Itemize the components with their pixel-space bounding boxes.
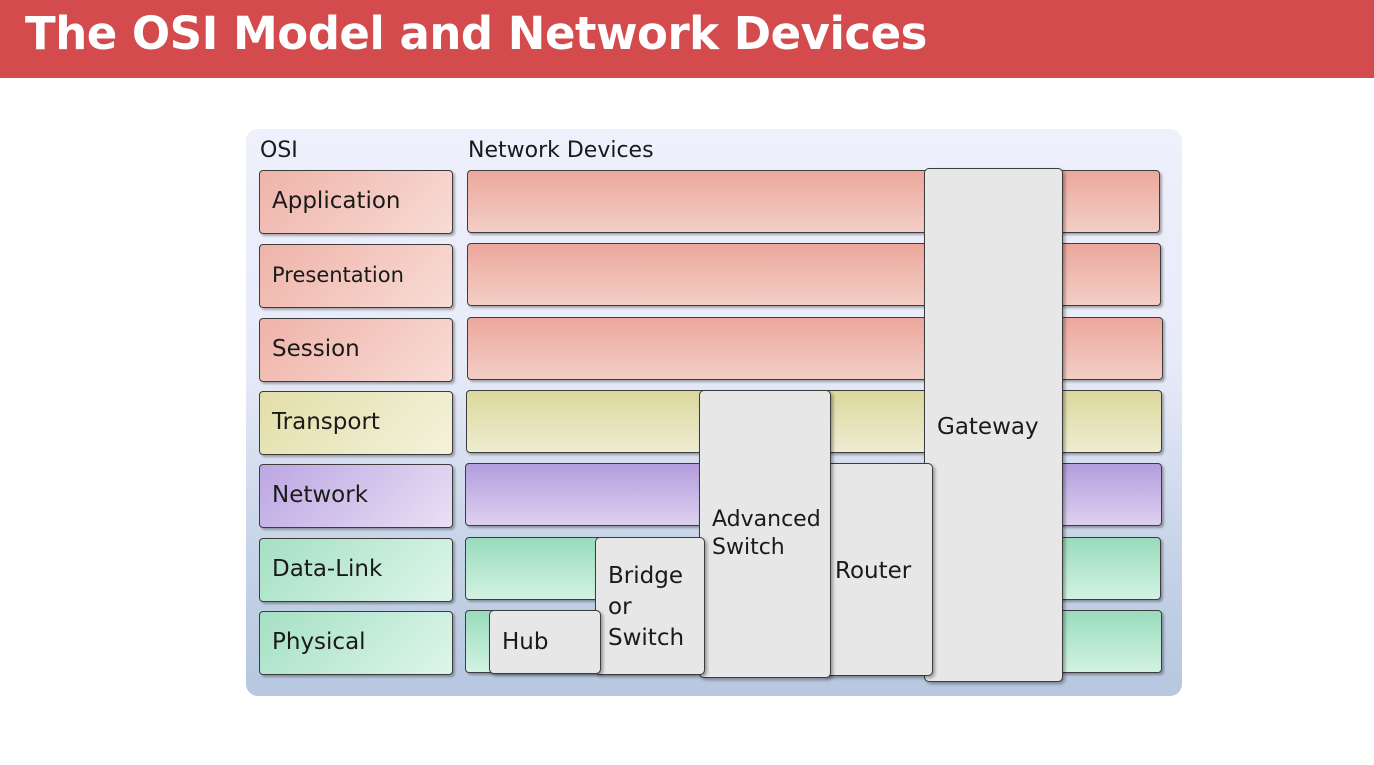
device-advanced-switch: Advanced Switch bbox=[699, 390, 831, 678]
layer-box-network: Network bbox=[259, 464, 453, 528]
layer-box-physical: Physical bbox=[259, 611, 453, 675]
title-bar: The OSI Model and Network Devices bbox=[0, 0, 1374, 78]
device-gateway: Gateway bbox=[924, 168, 1063, 682]
device-label-router: Router bbox=[835, 558, 912, 584]
layer-label-application: Application bbox=[272, 188, 401, 214]
layer-label-transport: Transport bbox=[272, 409, 380, 435]
layer-box-session: Session bbox=[259, 318, 453, 382]
device-router: Router bbox=[822, 463, 933, 676]
devices-column-header: Network Devices bbox=[468, 138, 654, 163]
slide-title: The OSI Model and Network Devices bbox=[25, 7, 927, 60]
device-label-hub: Hub bbox=[502, 629, 549, 655]
layer-label-session: Session bbox=[272, 336, 360, 362]
layer-label-physical: Physical bbox=[272, 629, 366, 655]
device-label-gateway: Gateway bbox=[937, 414, 1039, 440]
layer-box-data-link: Data-Link bbox=[259, 538, 453, 602]
device-hub: Hub bbox=[489, 610, 601, 674]
layer-label-presentation: Presentation bbox=[272, 263, 404, 287]
device-bridge-or-switch: Bridge or Switch bbox=[595, 537, 705, 675]
layer-label-network: Network bbox=[272, 482, 369, 508]
layer-box-transport: Transport bbox=[259, 391, 453, 455]
layer-label-data-link: Data-Link bbox=[272, 556, 383, 582]
layer-box-presentation: Presentation bbox=[259, 244, 453, 308]
layer-box-application: Application bbox=[259, 170, 453, 234]
osi-column-header: OSI bbox=[260, 138, 298, 163]
device-label-bridge-or-switch: Bridge or Switch bbox=[608, 563, 685, 651]
device-label-advanced-switch: Advanced Switch bbox=[712, 507, 821, 560]
